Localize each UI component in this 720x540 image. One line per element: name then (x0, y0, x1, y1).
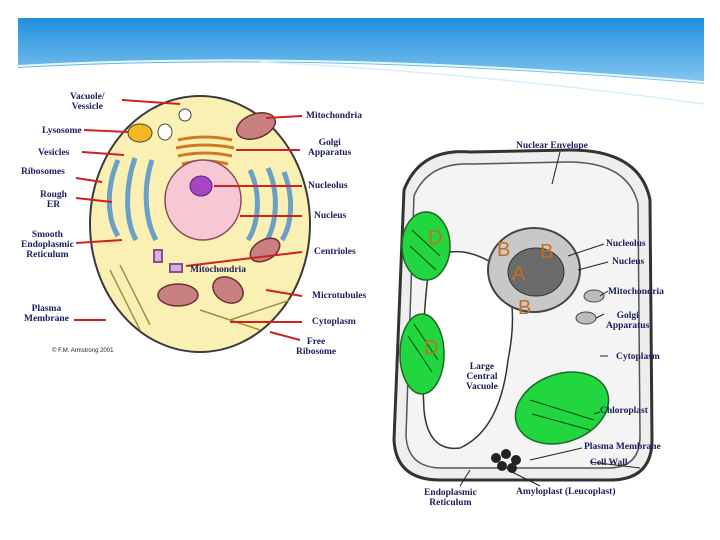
label-plasma-membrane-animal: Plasma Membrane (24, 304, 69, 324)
label-mitochondria-plant: Mitochondria (608, 287, 664, 297)
label-large-central-vacuole: Large Central Vacuole (466, 362, 498, 392)
label-mitochondria-top: Mitochondria (306, 111, 362, 121)
overlay-letter-b-left: B (497, 240, 510, 260)
figure-credit: © F.M. Armstrong 2001 (52, 348, 113, 354)
animal-cell (74, 96, 310, 352)
label-ribosomes: Ribosomes (21, 167, 65, 177)
label-golgi-animal: Golgi Apparatus (308, 138, 351, 158)
label-vacuole-vesicle: Vacuole/ Vessicle (70, 92, 104, 112)
label-rough-er: Rough ER (40, 190, 67, 210)
nucleus-shape (165, 160, 241, 240)
label-golgi-plant: Golgi Apparatus (606, 311, 649, 331)
label-endoplasmic-reticulum: Endoplasmic Reticulum (424, 488, 477, 508)
label-lysosome: Lysosome (42, 126, 82, 136)
label-plasma-membrane-plant: Plasma Membrane (584, 442, 661, 452)
label-cell-wall: Cell Wall (590, 458, 628, 468)
lysosome-shape (128, 124, 152, 142)
label-cytoplasm-plant: Cytoplasm (616, 352, 660, 362)
label-nucleolus-plant: Nucleolus (606, 239, 646, 249)
label-microtubules: Microtubules (312, 291, 366, 301)
overlay-letter-d-top: D (428, 228, 442, 248)
overlay-letter-a: A (512, 264, 525, 284)
vesicle-shape (179, 109, 191, 121)
label-nuclear-envelope: Nuclear Envelope (516, 141, 588, 151)
label-nucleus-animal: Nucleus (314, 211, 346, 221)
label-centrioles: Centrioles (314, 247, 356, 257)
vacuole-shape (158, 124, 172, 140)
label-amyloplast: Amyloplast (Leucoplast) (516, 487, 616, 497)
nucleolus-shape (190, 176, 212, 196)
label-chloroplast: Chloroplast (600, 406, 648, 416)
label-nucleus-plant: Nucleus (612, 257, 644, 267)
label-free-ribosome: Free Ribosome (296, 337, 336, 357)
label-cytoplasm-animal: Cytoplasm (312, 317, 356, 327)
label-vesicles: Vesicles (38, 148, 69, 158)
label-mitochondria-inner: Mitochondria (190, 265, 246, 275)
overlay-letter-b-right: B (540, 242, 553, 262)
label-smooth-er: Smooth Endoplasmic Reticulum (21, 230, 74, 260)
chloroplast-shape (402, 212, 450, 280)
label-nucleolus-animal: Nucleolus (308, 181, 348, 191)
overlay-letter-b-bottom: B (518, 298, 531, 318)
overlay-letter-d-bottom: D (424, 338, 438, 358)
